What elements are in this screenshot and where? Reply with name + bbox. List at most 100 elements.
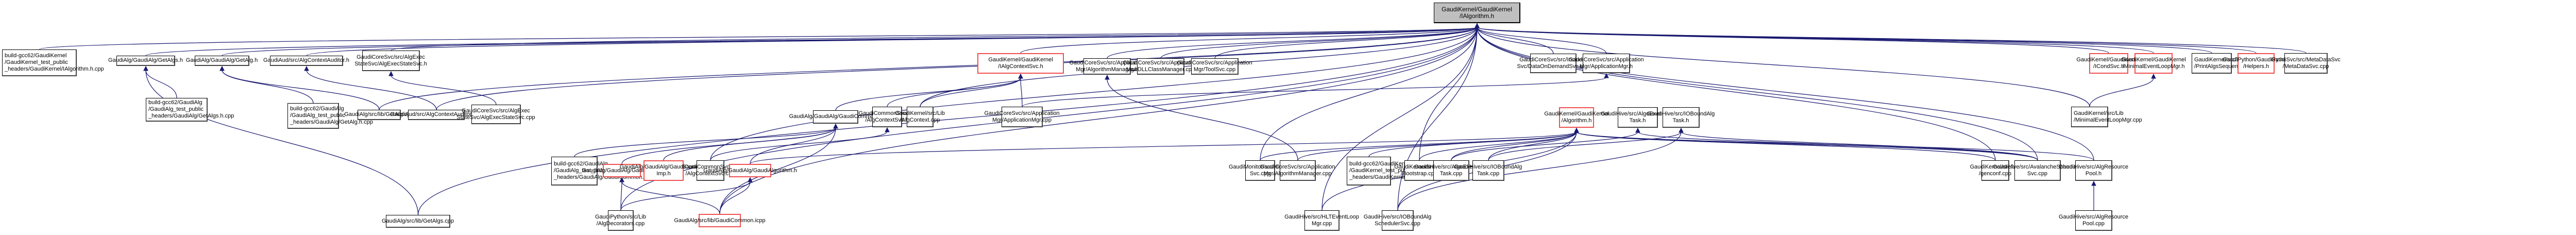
dependency-edge — [1477, 27, 2307, 54]
node-label: GaudiHive/src/AlgoExecution Task.h — [1601, 110, 1674, 124]
node-label: GaudiAlg/src/lib/GetAlgs.cpp — [382, 217, 454, 224]
graph-node[interactable]: GaudiAlg/GaudiAlg/GaudiCommon.h — [789, 110, 882, 124]
dependency-edge — [306, 70, 437, 110]
edge-arrowhead — [2091, 180, 2096, 186]
dependency-edge — [145, 27, 1478, 56]
graph-node[interactable]: GaudiAlg/GaudiAlg/GaudiTool.h — [582, 164, 662, 177]
graph-node[interactable]: GaudiAlg/GaudiAlg/GetAlg.h — [186, 56, 258, 66]
graph-node[interactable]: GaudiHive/src/AlgResource Pool.h — [2059, 160, 2128, 181]
edge-arrowhead — [219, 65, 225, 71]
graph-node[interactable]: GaudiHive/src/AlgoExecution Task.cpp — [1414, 160, 1488, 181]
graph-node[interactable]: build-gcc62/GaudiKernel /GaudiKernel_tes… — [1347, 157, 1447, 186]
edge-arrowhead — [2151, 73, 2156, 79]
graph-node[interactable]: GaudiHive/src/IOBoundAlg Task.h — [1647, 107, 1715, 128]
dependency-edge — [1477, 27, 1607, 54]
graph-node[interactable]: GaudiPython/src/Lib /AlgDecorators.cpp — [595, 210, 646, 231]
edge-arrowhead — [1475, 23, 1480, 28]
graph-node[interactable]: GaudiHive/src/IOBoundAlg SchedulerSvc.cp… — [1364, 210, 1431, 231]
graph-node[interactable]: GaudiKernel/GaudiKernel /MinimalEventLoo… — [2121, 53, 2186, 74]
dependency-edge — [145, 70, 177, 98]
dependency-edge — [574, 127, 836, 157]
graph-node[interactable]: build-gcc62/GaudiAlg /GaudiAlg_test_publ… — [287, 103, 373, 129]
graph-node[interactable]: GaudiCoreSvc/src/Application Mgr/Algorit… — [1069, 58, 1145, 75]
dependency-edge — [750, 127, 836, 164]
dependency-edge — [1477, 27, 2109, 54]
node-label: GaudiHive/src/IOBoundAlg Task.h — [1647, 110, 1715, 124]
graph-node[interactable]: GaudiHive/src/AlgoExecution Task.h — [1601, 107, 1674, 128]
node-label: GaudiHive/src/AlgResource Pool.cpp — [2058, 213, 2129, 227]
dependency-edge — [750, 131, 1577, 164]
node-label: GaudiAud/src/AlgContextAuditor.h — [263, 57, 349, 63]
node-label: GaudiKernel/GaudiKernel /IAlgContextSvc.… — [988, 57, 1053, 70]
graph-node[interactable]: GaudiHive/src/AlgResource Pool.cpp — [2059, 210, 2128, 231]
dependency-edge — [620, 181, 622, 211]
dependency-edge — [621, 127, 836, 164]
dependency-edge — [1576, 131, 1996, 161]
graph-node[interactable]: GaudiAlg/src/lib/GetAlgs.cpp — [382, 215, 454, 228]
dependency-edge — [1681, 131, 2038, 161]
node-label: GaudiHive/src/AvalancheScheduler Svc.cpp — [1993, 163, 2082, 177]
graph-node[interactable]: GaudiCoreSvc/src/AlgExec StateSvc/AlgExe… — [456, 105, 535, 124]
edge-arrowhead — [748, 177, 753, 182]
dependency-edge — [1022, 77, 1607, 107]
graph-node[interactable]: GaudiCoreSvc/src/Application Mgr/DLLClas… — [1123, 58, 1198, 75]
graph-node[interactable]: GaudiHive/src/IOBoundAlg Task.cpp — [1454, 160, 1522, 181]
dependency-edge — [1160, 27, 1478, 59]
edge-arrowhead — [388, 71, 394, 76]
graph-node[interactable]: GaudiCoreSvc/src/AlgExec StateSvc/AlgExe… — [354, 51, 427, 71]
graph-node[interactable]: GaudiCoreSvc/src/Application Mgr/ToolSvc… — [1177, 58, 1252, 75]
graph-node[interactable]: GaudiSvc/src/MetaDataSvc /MetaDataSvc.cp… — [2271, 53, 2341, 74]
edge-arrowhead — [1679, 127, 1684, 133]
node-label: GaudiAlg/GaudiAlg/GaudiAlgorithm.h — [703, 167, 797, 174]
node-label: build-gcc62/GaudiAlg /GaudiAlg_test_publ… — [148, 99, 234, 119]
graph-node[interactable]: GaudiAud/src/AlgContextAuditor.h — [263, 56, 349, 66]
graph-node[interactable]: GaudiCommonSvc/src /AlgContextSvc.h — [858, 107, 916, 127]
graph-node[interactable]: GaudiCoreSvc/src/Incident Svc/DataOnDema… — [1517, 54, 1589, 73]
graph-node[interactable]: GaudiHive/src/HLTEventLoop Mgr.cpp — [1284, 210, 1359, 231]
dependency-edge — [306, 27, 1478, 56]
node-label: GaudiAlg/GaudiAlg/GaudiCommon Imp.h — [619, 164, 708, 177]
graph-node[interactable]: GaudiCoreSvc/src/Application Mgr/Algorit… — [1260, 160, 1335, 181]
edge-arrowhead — [1018, 73, 1023, 79]
graph-node[interactable]: GaudiKernel/src/Lib /Bootstrap.cpp — [1394, 160, 1444, 181]
graph-node[interactable]: GaudiKernel/GaudiKernel /IAlgContextSvc.… — [977, 53, 1064, 74]
graph-node[interactable]: GaudiAlg/GaudiAlg/GaudiCommon Imp.h — [620, 160, 707, 181]
dependency-edge — [1419, 27, 1478, 161]
graph-node[interactable]: GaudiKernel/GaudiKernel /ICondSvc.h — [2076, 53, 2141, 74]
graph-node[interactable]: GaudiAlg/GaudiAlg/GaudiAlgorithm.h — [703, 164, 797, 177]
node-label: GaudiCoreSvc/src/Application Mgr/Algorit… — [1069, 59, 1145, 73]
graph-node[interactable]: build-gcc62/GaudiAlg /GaudiAlg_test_publ… — [146, 98, 234, 122]
graph-node[interactable]: GaudiAlg/GaudiAlg/GetAlgs.h — [108, 56, 183, 66]
graph-node[interactable]: GaudiAlg/src/lib/GaudiCommon.icpp — [674, 214, 766, 227]
graph-node[interactable]: GaudiAlg/src/lib/GetAlg.cpp — [344, 110, 414, 120]
dependency-edge — [1488, 131, 1577, 161]
graph-node-root[interactable]: GaudiKernel/GaudiKernel /IAlgorithm.h — [1434, 3, 1520, 23]
graph-node[interactable]: GaudiCoreSvc/src/Application Mgr/Applica… — [984, 107, 1060, 127]
edge-arrowhead — [833, 123, 838, 129]
graph-node[interactable]: GaudiAud/src/AlgContextAuditor.cpp — [390, 110, 482, 120]
edge-arrowhead — [304, 65, 309, 71]
graph-node[interactable]: GaudiCoreSvc/src/Application Mgr/Applica… — [1568, 54, 1644, 73]
node-label: GaudiAlg/GaudiAlg/GaudiTool.h — [582, 167, 662, 174]
edge-arrowhead — [143, 65, 148, 71]
graph-node[interactable]: GaudiPython/GaudiPython /Helpers.h — [2223, 53, 2290, 74]
graph-node[interactable]: build-gcc62/GaudiKernel /GaudiKernel_tes… — [2, 49, 104, 76]
graph-node[interactable]: GaudiKernel/src/Lib /AlgContext.cpp — [895, 107, 945, 127]
dependency-edge — [1451, 131, 1577, 161]
graph-node[interactable]: GaudiKernel/src/Util /genconf.cpp — [1970, 160, 2020, 181]
node-label: GaudiCommonSvc/src /AlgContextSvc.h — [858, 110, 916, 123]
graph-node[interactable]: GaudiCommonSvc/src /AlgContextSvc.cpp — [682, 160, 739, 181]
graph-node[interactable]: GaudiKernel/GaudiKernel /Algorithm.h — [1544, 107, 1609, 128]
node-label: GaudiHive/src/HLTEventLoop Mgr.cpp — [1284, 213, 1359, 227]
dependency-edge — [1488, 131, 1682, 161]
graph-node[interactable]: GaudiHive/src/AvalancheScheduler Svc.cpp — [1993, 160, 2082, 181]
node-label: GaudiHive/src/AlgoExecution Task.cpp — [1414, 163, 1488, 177]
dependency-edge — [1451, 131, 1638, 161]
dependency-edge — [1419, 131, 1577, 161]
graph-node[interactable]: GaudiKernel/src/Lib /MinimalEventLoopMgr… — [2071, 107, 2142, 127]
dependency-edge — [887, 77, 1021, 107]
dependency-edge — [1321, 27, 1478, 211]
dependency-edge — [1260, 27, 1478, 161]
graph-node[interactable]: GaudiMonitor/src/History Svc.cpp — [1229, 160, 1291, 181]
